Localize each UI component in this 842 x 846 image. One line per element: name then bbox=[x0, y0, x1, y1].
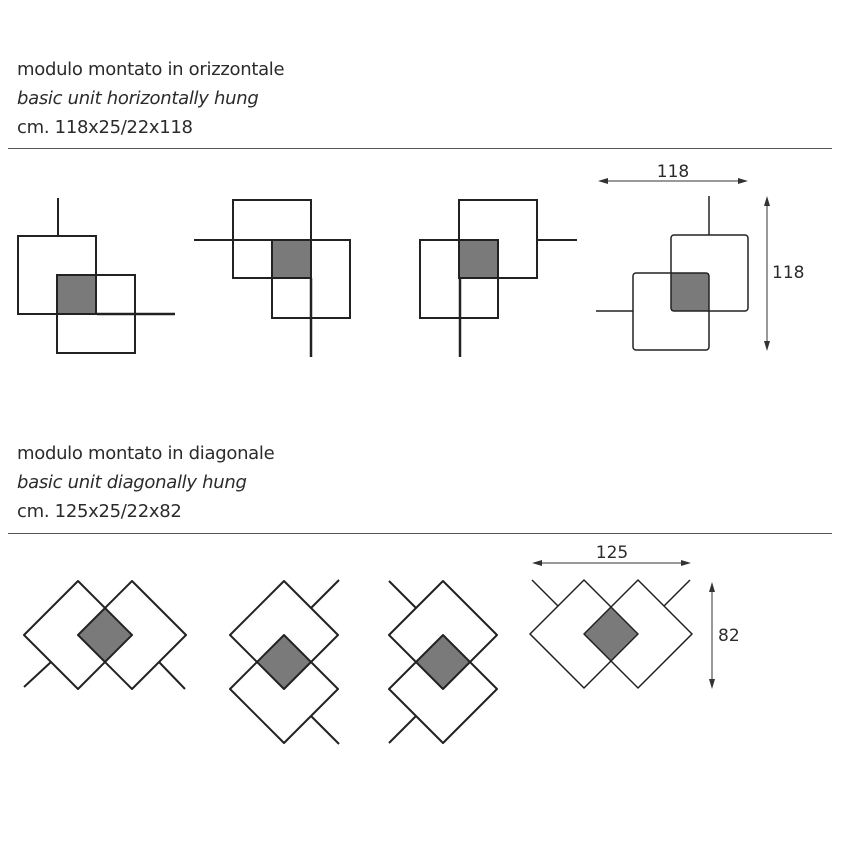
frame-diamond bbox=[583, 579, 693, 689]
section-title-english: basic unit diagonally hung bbox=[17, 472, 247, 493]
width-dimension-arrow bbox=[532, 560, 691, 566]
section-title-italian: modulo montato in orizzontale bbox=[17, 59, 285, 80]
shelf-fill bbox=[78, 608, 132, 662]
section-dimensions: cm. 118x25/22x118 bbox=[17, 117, 193, 138]
shelf-fill bbox=[671, 273, 709, 311]
support-rod bbox=[388, 715, 417, 744]
diagonal-variant-1 bbox=[23, 580, 187, 690]
support-rod bbox=[531, 579, 559, 607]
support-rod bbox=[158, 661, 186, 690]
diagonal-variant-2 bbox=[229, 579, 340, 745]
support-rod bbox=[310, 579, 340, 609]
frame-diamond bbox=[77, 580, 187, 690]
support-rod bbox=[663, 579, 691, 607]
frame-diamond bbox=[23, 580, 133, 690]
frame-diamond bbox=[529, 579, 639, 689]
width-label: 125 bbox=[596, 543, 628, 563]
height-label: 82 bbox=[718, 626, 740, 646]
section-diagonal-header: modulo montato in diagonale basic unit d… bbox=[17, 439, 275, 526]
horizontal-variant-4 bbox=[596, 196, 749, 351]
width-label: 118 bbox=[657, 162, 689, 182]
support-rod bbox=[388, 580, 417, 609]
divider-line bbox=[8, 533, 832, 534]
frame-diamond bbox=[388, 580, 498, 690]
height-dimension-arrow bbox=[709, 582, 715, 689]
support-rod bbox=[310, 715, 340, 745]
frame-diamond bbox=[388, 634, 498, 744]
support-rod bbox=[23, 661, 52, 688]
width-dimension-arrow bbox=[598, 178, 748, 184]
height-dimension-arrow bbox=[764, 196, 770, 351]
shelf-fill bbox=[584, 607, 638, 661]
shelf-fill bbox=[257, 635, 311, 689]
section-title-english: basic unit horizontally hung bbox=[17, 88, 259, 109]
divider-line bbox=[8, 148, 832, 149]
horizontal-variant-2 bbox=[194, 199, 351, 357]
frame-diamond bbox=[229, 634, 339, 744]
shelf-fill bbox=[272, 240, 312, 279]
frame-diamond bbox=[229, 580, 339, 690]
diagonal-variant-3 bbox=[388, 580, 498, 744]
horizontal-variant-1 bbox=[17, 198, 175, 354]
height-label: 118 bbox=[772, 263, 804, 283]
diagonal-diagram-row: 125 82 bbox=[23, 543, 740, 745]
horizontal-diagram-row: 118 118 bbox=[17, 162, 804, 357]
diagonal-variant-4 bbox=[529, 579, 693, 689]
shelf-fill bbox=[459, 240, 499, 279]
horizontal-variant-3 bbox=[419, 199, 577, 357]
section-dimensions: cm. 125x25/22x82 bbox=[17, 501, 182, 522]
shelf-fill bbox=[416, 635, 470, 689]
section-title-italian: modulo montato in diagonale bbox=[17, 443, 275, 464]
section-horizontal-header: modulo montato in orizzontale basic unit… bbox=[17, 55, 285, 142]
shelf-fill bbox=[57, 274, 97, 314]
